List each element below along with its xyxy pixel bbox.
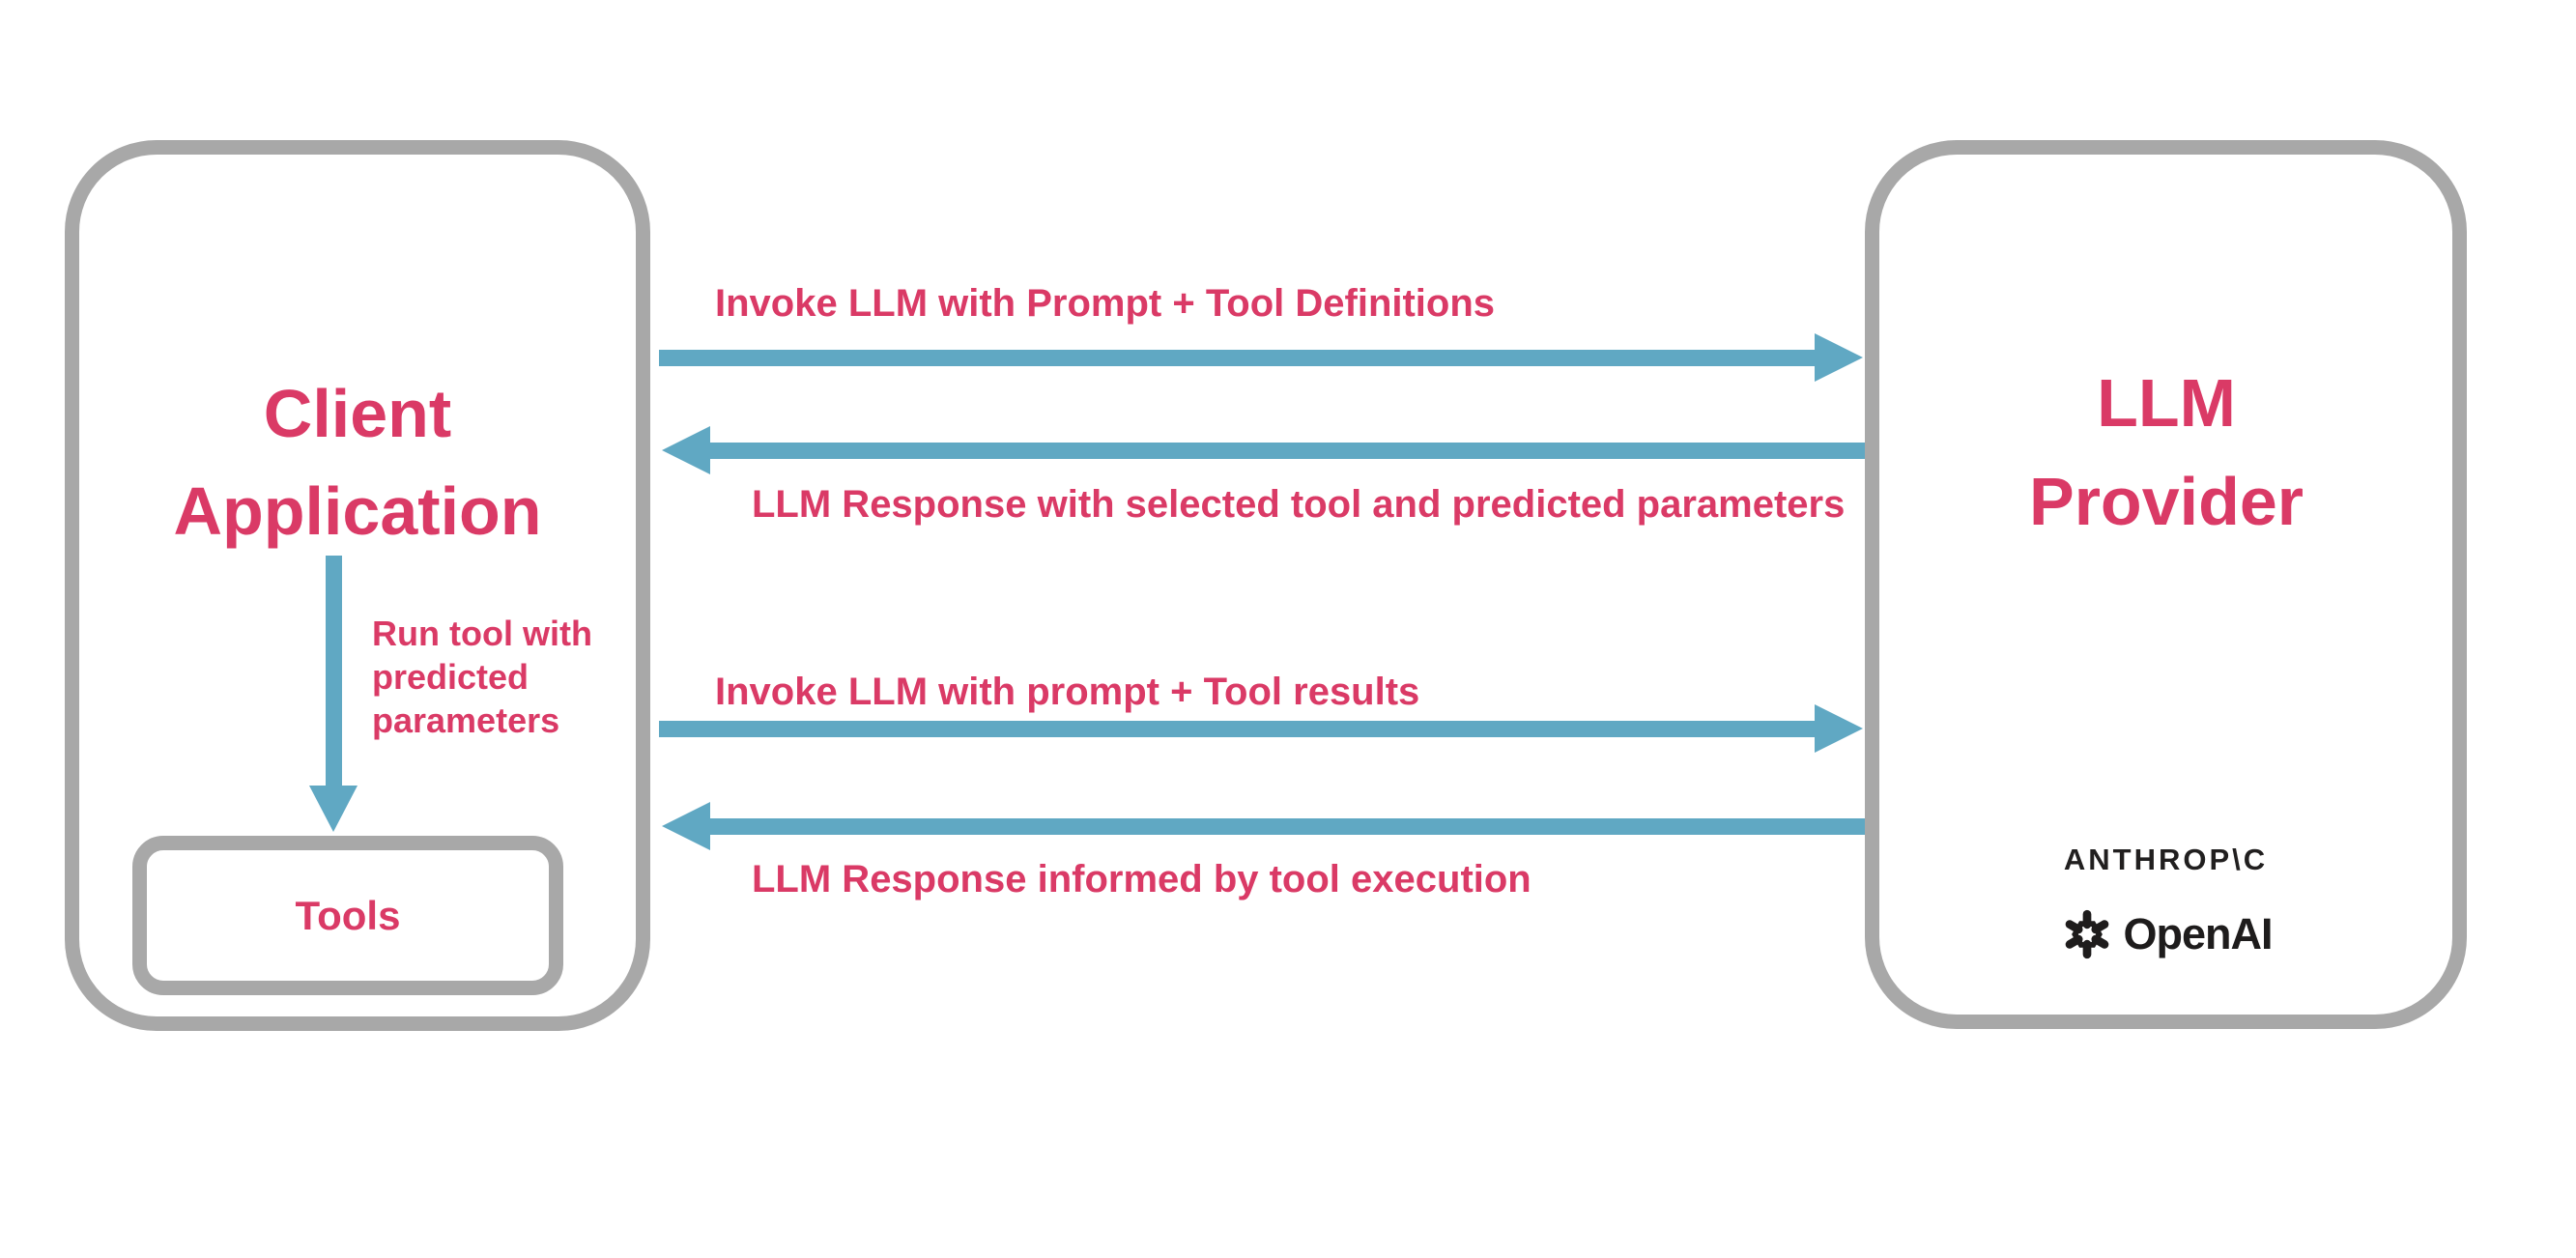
arrow-response-selected-tool-shaft [710, 443, 1865, 459]
tools-label: Tools [295, 892, 401, 938]
arrow-label-invoke-results: Invoke LLM with prompt + Tool results [715, 671, 1420, 713]
run-tool-label: Run tool with predicted parameters [372, 614, 592, 740]
arrow-invoke-results-shaft [659, 721, 1815, 737]
llm-provider-box [1865, 140, 2467, 1029]
arrow-label-response-selected-tool: LLM Response with selected tool and pred… [752, 483, 1846, 526]
arrow-response-informed-shaft [710, 818, 1865, 835]
arrow-invoke-definitions-head [1815, 333, 1863, 382]
arrow-response-selected-tool-head [662, 426, 710, 474]
arrow-invoke-results-head [1815, 704, 1863, 753]
run-tool-arrow-shaft [326, 556, 342, 787]
anthropic-logo: ANTHROP\C [2063, 843, 2269, 876]
arrow-invoke-definitions-shaft [659, 350, 1815, 366]
arrow-label-response-informed: LLM Response informed by tool execution [752, 858, 1531, 901]
client-application-title: Client Application [173, 376, 542, 549]
arrow-label-invoke-definitions: Invoke LLM with Prompt + Tool Definition… [715, 282, 1496, 325]
llm-provider-title: LLM Provider [2029, 365, 2304, 539]
openai-wordmark: OpenAI [2123, 909, 2273, 958]
openai-logo: OpenAI [1865, 906, 2467, 962]
tools-box: Tools [132, 836, 563, 995]
openai-mark-icon [2066, 909, 2109, 959]
arrow-response-informed-head [662, 802, 710, 850]
run-tool-arrow-head [309, 786, 358, 832]
